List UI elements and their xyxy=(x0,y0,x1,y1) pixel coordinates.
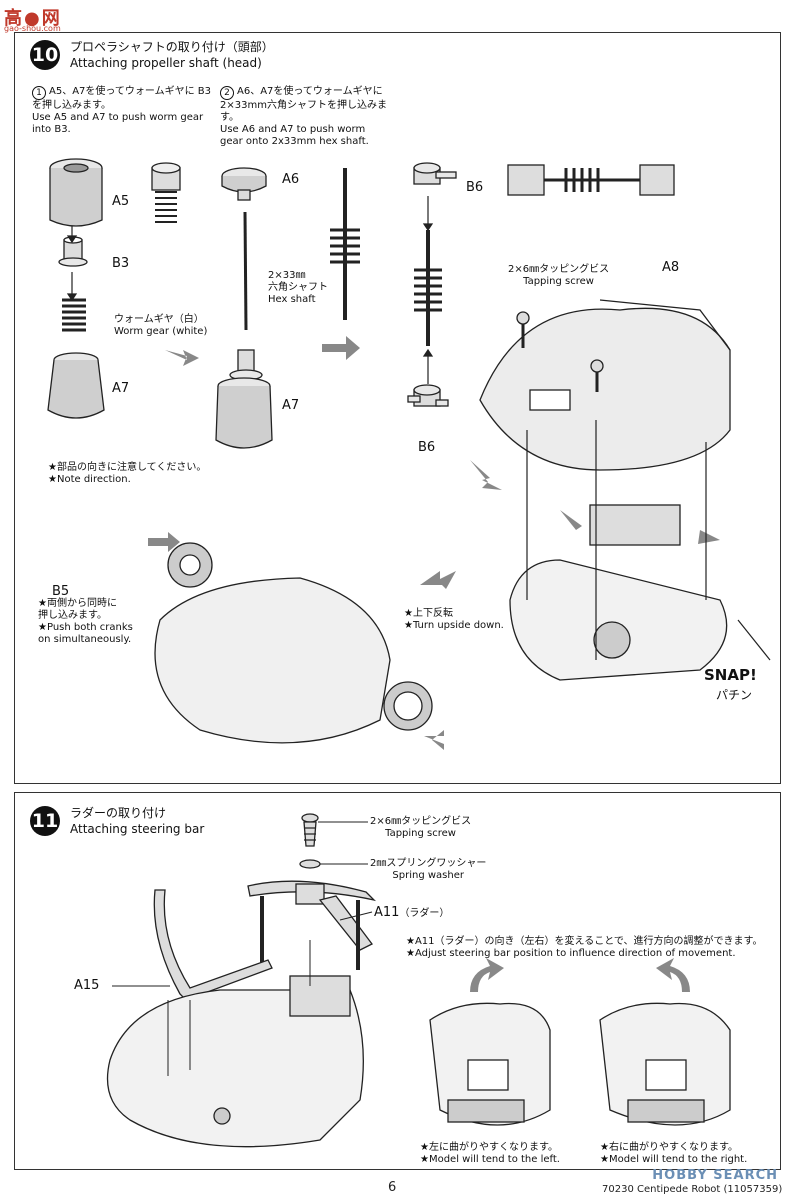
label-a6: A6 xyxy=(282,172,300,187)
adjust-note: ★A11（ラダー）の向き（左右）を変えることで、進行方向の調整ができます。 ★A… xyxy=(406,936,776,960)
site-logo: 高●网 gao-shou.com xyxy=(4,4,76,33)
label-a11: A11（ラダー） xyxy=(374,904,449,920)
label-b6-top: B6 xyxy=(466,180,484,195)
adjust-note-jp: ★A11（ラダー）の向き（左右）を変えることで、進行方向の調整ができます。 xyxy=(406,936,763,947)
worm-gear-label: ウォームギヤ（白） Worm gear (white) xyxy=(114,314,207,338)
step-11-tapping-label: 2×6㎜タッピングビス Tapping screw xyxy=(370,816,471,840)
step-11-tapping-jp: 2×6㎜タッピングビス xyxy=(370,816,472,827)
right-turn-note: ★右に曲がりやすくなります。 ★Model will tend to the r… xyxy=(600,1142,747,1166)
left-turn-jp: ★左に曲がりやすくなります。 xyxy=(420,1142,558,1153)
step-11-title-jp: ラダーの取り付け xyxy=(70,806,167,820)
sub-step-2-number: 2 xyxy=(220,86,234,100)
upside-down-jp: ★上下反転 xyxy=(404,608,453,619)
sub-step-2-jp: A6、A7を使ってウォームギヤに 2×33mm六角シャフトを押し込みます。 xyxy=(220,86,387,123)
step-10-tapping-label: 2×6㎜タッピングビス Tapping screw xyxy=(508,264,609,288)
worm-gear-jp: ウォームギヤ（白） xyxy=(114,314,204,325)
note-direction-jp: ★部品の向きに注意してください。 xyxy=(48,462,207,473)
hex-shaft-size: 2×33㎜ xyxy=(268,270,306,281)
label-a7-left: A7 xyxy=(112,381,130,396)
upside-down-en: ★Turn upside down. xyxy=(404,620,504,631)
b5-note-jp-2: 押し込みます。 xyxy=(38,610,107,621)
label-b6-bottom: B6 xyxy=(418,440,436,455)
label-a11-code: A11 xyxy=(374,905,400,920)
b5-note-en-1: ★Push both cranks xyxy=(38,622,133,633)
step-10-number: 10 xyxy=(30,40,60,70)
hex-shaft-label: 2×33㎜ 六角シャフト Hex shaft xyxy=(268,270,328,306)
label-a5: A5 xyxy=(112,194,130,209)
sub-step-1-number: 1 xyxy=(32,86,46,100)
step-10-tapping-en: Tapping screw xyxy=(523,276,594,287)
hex-shaft-en: Hex shaft xyxy=(268,294,316,305)
label-a11-jp: （ラダー） xyxy=(399,908,450,919)
note-direction-en: ★Note direction. xyxy=(48,474,131,485)
sub-step-1-jp: A5、A7を使ってウォームギヤに B3を押し込みます。 xyxy=(32,86,212,111)
spring-washer-label: 2㎜スプリングワッシャー Spring washer xyxy=(370,858,486,882)
label-a7-mid: A7 xyxy=(282,398,300,413)
logo-sub-text: gao-shou.com xyxy=(4,24,61,33)
snap-jp-label: パチン xyxy=(716,688,753,702)
step-11-title-en: Attaching steering bar xyxy=(70,822,205,836)
step-10-tapping-jp: 2×6㎜タッピングビス xyxy=(508,264,610,275)
left-turn-note: ★左に曲がりやすくなります。 ★Model will tend to the l… xyxy=(420,1142,560,1166)
snap-label: SNAP! xyxy=(704,666,757,684)
spring-washer-jp: 2㎜スプリングワッシャー xyxy=(370,858,487,869)
right-turn-en: ★Model will tend to the right. xyxy=(600,1154,748,1165)
label-b3: B3 xyxy=(112,256,130,271)
right-turn-jp: ★右に曲がりやすくなります。 xyxy=(600,1142,738,1153)
page-number: 6 xyxy=(388,1180,397,1195)
sub-step-1-en: Use A5 and A7 to push worm gear into B3. xyxy=(32,112,204,135)
product-code: 70230 Centipede Robot (11057359) xyxy=(602,1184,783,1195)
upside-down-note: ★上下反転 ★Turn upside down. xyxy=(404,608,504,632)
hobby-search-watermark: HOBBY SEARCH xyxy=(652,1168,778,1183)
step-11-panel xyxy=(14,792,781,1170)
step-11-tapping-en: Tapping screw xyxy=(385,828,456,839)
step-10-panel xyxy=(14,32,781,784)
adjust-note-en: ★Adjust steering bar position to influen… xyxy=(406,948,736,959)
step-11-number: 11 xyxy=(30,806,60,836)
note-direction: ★部品の向きに注意してください。 ★Note direction. xyxy=(48,462,206,486)
step-10-title-en: Attaching propeller shaft (head) xyxy=(70,56,262,70)
worm-gear-en: Worm gear (white) xyxy=(114,326,208,337)
b5-note-jp-1: ★両側から同時に xyxy=(38,598,117,609)
logo-main-text: 高●网 xyxy=(4,8,62,29)
b5-note: ★両側から同時に 押し込みます。 ★Push both cranks on si… xyxy=(38,598,133,646)
left-turn-en: ★Model will tend to the left. xyxy=(420,1154,560,1165)
hex-shaft-jp: 六角シャフト xyxy=(268,282,328,293)
label-a15: A15 xyxy=(74,978,100,993)
b5-note-en-2: on simultaneously. xyxy=(38,634,132,645)
label-a8: A8 xyxy=(662,260,680,275)
spring-washer-en: Spring washer xyxy=(392,870,464,881)
label-b5: B5 xyxy=(52,584,70,599)
sub-step-2-en: Use A6 and A7 to push worm gear onto 2x3… xyxy=(220,124,369,147)
step-10-title-jp: プロペラシャフトの取り付け（頭部） xyxy=(70,40,274,54)
